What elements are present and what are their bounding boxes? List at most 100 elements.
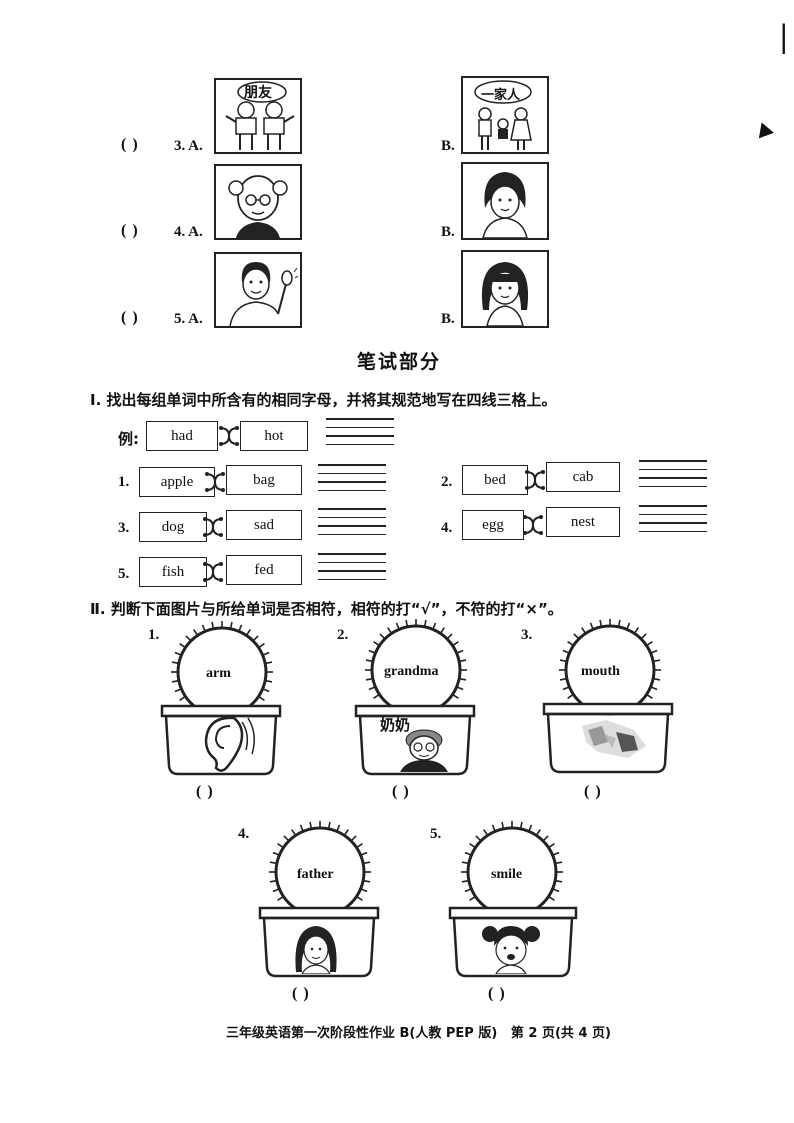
sun-ray [573, 633, 580, 640]
sun-ray [548, 895, 555, 901]
judge-item-number: 3. [521, 627, 533, 643]
sun-ray [262, 651, 270, 656]
smudged-picture [582, 720, 646, 758]
item-word-2: cab [546, 462, 620, 492]
sun-ray [264, 661, 273, 665]
pot-rim [258, 906, 380, 920]
example-label: 例: [118, 430, 139, 448]
item-number: 1. [118, 474, 130, 490]
sun-ray [350, 835, 357, 842]
sun-ray [362, 879, 371, 883]
sun-ray [373, 641, 380, 647]
item-word-2: nest [546, 507, 620, 537]
judge-word: grandma [384, 664, 439, 679]
judge-answer-paren[interactable]: ( ) [292, 985, 310, 1002]
sun-ray [458, 659, 467, 663]
writing-lines-4[interactable] [639, 505, 707, 539]
sun-ray [360, 851, 368, 856]
item-word-1: fish [139, 557, 207, 587]
sun-ray [626, 622, 631, 630]
sun-ray [252, 635, 259, 642]
sun-ray [464, 888, 472, 893]
sun-ray [179, 643, 186, 649]
item-word-1: dog [139, 512, 207, 542]
sun-ray [446, 633, 453, 640]
sun-ray [589, 622, 594, 630]
sun-ray [373, 693, 380, 699]
answer-paren-4[interactable]: ( ) [121, 222, 139, 239]
sun-ray [469, 843, 476, 849]
sun-ray [548, 843, 555, 849]
answer-paren-3[interactable]: ( ) [121, 136, 139, 153]
sun-ray [559, 659, 568, 663]
sun-ray [452, 641, 459, 647]
sun-ray [646, 641, 653, 647]
sun-ray [581, 627, 587, 634]
item-word-2: sad [226, 510, 302, 540]
page-edge-mark: | [780, 18, 788, 55]
option-a-label-4: 4. A. [174, 224, 203, 240]
item-word-2: fed [226, 555, 302, 585]
sun-ray [211, 621, 215, 630]
girl-picture [461, 250, 549, 328]
sun-ray [356, 895, 363, 901]
section2-instruction: Ⅱ. 判断下面图片与所给单词是否相符，相符的打“√”，不符的打“×”。 [90, 600, 563, 618]
example-writing-lines[interactable] [326, 418, 394, 452]
sun-ray [269, 879, 278, 883]
sun-ray [461, 861, 470, 865]
writing-lines-5[interactable] [318, 553, 386, 587]
woman-picture-2 [295, 926, 337, 974]
sun-ray [456, 649, 464, 654]
sun-ray [245, 629, 251, 636]
sun-ray [567, 641, 574, 647]
sun-ray [356, 843, 363, 849]
sun-ray [368, 649, 376, 654]
writing-lines-2[interactable] [639, 460, 707, 494]
sun-ray [360, 888, 368, 893]
judge-item-number: 1. [148, 627, 160, 643]
answer-paren-5[interactable]: ( ) [121, 309, 139, 326]
item-number: 2. [441, 474, 453, 490]
judge-word: arm [206, 666, 231, 681]
family-caption: 一家人 [481, 88, 521, 103]
judge-answer-paren[interactable]: ( ) [584, 783, 602, 800]
sun-ray [262, 688, 270, 693]
item-number: 4. [441, 520, 453, 536]
item-word-2: bag [226, 465, 302, 495]
judge-answer-paren[interactable]: ( ) [196, 783, 214, 800]
sun-ray [174, 688, 182, 693]
sun-ray [617, 619, 621, 628]
sun-ray [238, 624, 243, 632]
sun-ray [258, 695, 265, 701]
page-footer: 三年级英语第一次阶段性作业 B(人教 PEP 版) 第 2 页(共 4 页) [226, 1026, 611, 1041]
writing-lines-1[interactable] [318, 464, 386, 498]
grandma-caption: 奶奶 [380, 716, 411, 734]
writing-lines-3[interactable] [318, 508, 386, 542]
pot-body [546, 712, 670, 774]
sun-ray [554, 861, 563, 865]
sun-ray [464, 851, 472, 856]
sun-ray [650, 649, 658, 654]
option-a-label-5: 5. A. [174, 311, 203, 327]
sun-ray [456, 686, 464, 691]
sun-ray [272, 888, 280, 893]
pot-body [262, 916, 376, 978]
pot-rim [354, 704, 476, 718]
sun-ray [264, 679, 273, 683]
sun-ray [193, 629, 199, 636]
sun-ray [201, 624, 206, 632]
sun-ray [475, 835, 482, 842]
sun-ray [229, 621, 233, 630]
sun-ray [299, 824, 304, 832]
sun-ray [365, 677, 374, 681]
sun-ray [327, 821, 331, 830]
sun-ray [542, 835, 549, 842]
judge-answer-paren[interactable]: ( ) [392, 783, 410, 800]
example-word-1: had [146, 421, 218, 451]
sun-ray [171, 661, 180, 665]
family-picture: 一家人 [461, 76, 549, 154]
chain-link-icon [203, 517, 223, 537]
sun-ray [269, 861, 278, 865]
sun-ray [491, 824, 496, 832]
judge-answer-paren[interactable]: ( ) [488, 985, 506, 1002]
